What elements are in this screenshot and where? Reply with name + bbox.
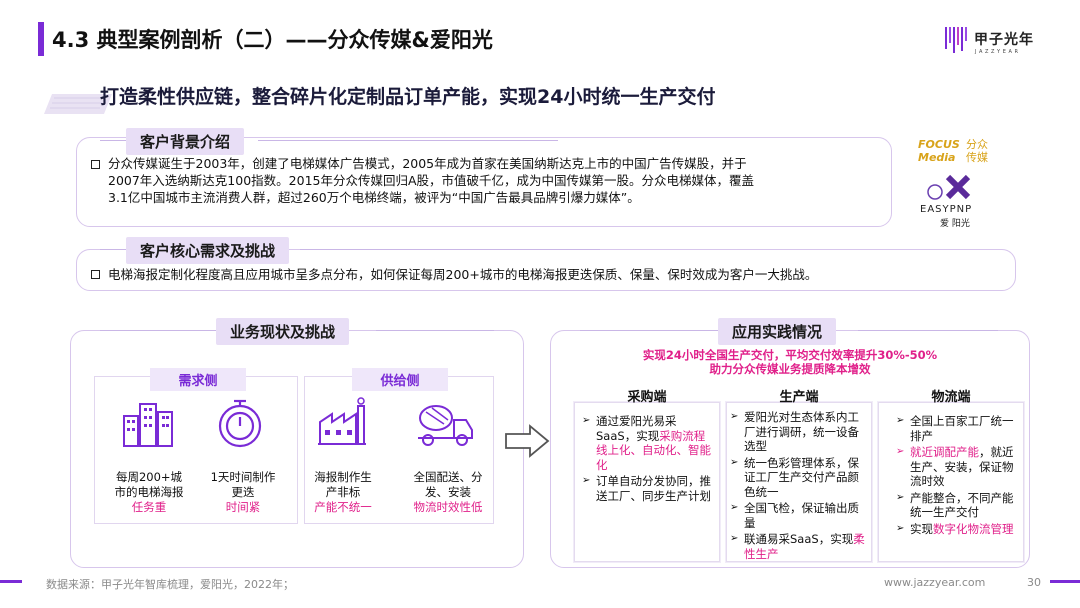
title-accent-bar (38, 22, 44, 56)
background-paragraph: 分众传媒诞生于2003年，创建了电梯媒体广告模式，2005年成为首家在美国纳斯达… (108, 155, 878, 206)
tag-line-right (858, 330, 998, 331)
factory-icon (318, 397, 366, 445)
arrow-right-icon (505, 424, 550, 458)
logistics-panel (878, 402, 1024, 562)
demand-item-sub: 时间紧 (225, 500, 261, 514)
tag-line-right (300, 249, 600, 250)
jazzyear-logo-icon (945, 27, 967, 53)
production-list: ➢爱阳光对生态体系内工厂进行调研，统一设备选型 ➢统一色彩管理体系，保证工厂生产… (730, 410, 870, 563)
background-tag: 客户背景介绍 (126, 128, 245, 155)
focus-media-logo: FOCUS Media 分众 传媒 (918, 139, 998, 169)
truck-icon (418, 405, 473, 446)
tag-line-left (100, 249, 128, 250)
supply-head: 供给侧 (352, 368, 448, 391)
practice-highlight-line: 实现24小时全国生产交付，平均交付效率提升30%-50% (642, 348, 938, 362)
practice-highlight: 实现24小时全国生产交付，平均交付效率提升30%-50% 助力分众传媒业务提质降… (550, 348, 1030, 376)
practice-tag: 应用实践情况 (718, 318, 837, 345)
list-item: ➢就近调配产能，就近生产、安装，保证物流时效 (896, 445, 1014, 488)
demand-item-sub: 任务重 (131, 500, 167, 514)
list-item: ➢实现数字化物流管理 (896, 521, 1014, 536)
demand-item-line: 每周200+城 (115, 470, 183, 484)
tag-line-left (100, 140, 128, 141)
list-item: ➢产能整合，不同产能统一生产交付 (896, 490, 1014, 520)
footer-accent-left (0, 580, 22, 583)
logo-text-en: JAZZYEAR (975, 49, 1021, 55)
bullet-square (91, 270, 100, 279)
needs-text: 电梯海报定制化程度高且应用城市呈多点分布，如何保证每周200+城市的电梯海报更迭… (108, 267, 818, 282)
focus-logo-top: FOCUS (918, 138, 960, 151)
logistics-list: ➢全国上百家工厂统一排产 ➢就近调配产能，就近生产、安装，保证物流时效 ➢产能整… (896, 414, 1020, 538)
logistics-head: 物流端 (931, 390, 971, 405)
supply-item-line: 发、安装 (425, 485, 471, 499)
supply-item-text: 海报制作生 产非标 产能不统一 (300, 470, 386, 515)
buildings-icon (123, 403, 173, 447)
demand-item-text: 每周200+城 市的电梯海报 任务重 (104, 470, 194, 515)
procurement-list: ➢通过爱阳光易采SaaS，实现采购流程线上化、自动化、智能化 ➢订单自动分发协同… (582, 414, 716, 505)
procurement-head: 采购端 (627, 390, 667, 405)
page-subtitle: 打造柔性供应链，整合碎片化定制品订单产能，实现24小时统一生产交付 (100, 86, 716, 108)
easypnp-logo-cn: 爱 阳光 (940, 219, 970, 229)
supply-item-sub: 物流时效性低 (413, 500, 483, 514)
tag-line-right (258, 140, 558, 141)
footer-url[interactable]: www.jazzyear.com (884, 576, 986, 589)
tag-line-left (100, 330, 218, 331)
list-item: ➢全国飞检，保证输出质量 (730, 501, 859, 530)
focus-logo-cn-top: 分众 (966, 138, 988, 151)
subtitle-decoration (44, 94, 112, 114)
practice-highlight-line: 助力分众传媒业务提质降本增效 (709, 362, 871, 376)
needs-tag: 客户核心需求及挑战 (126, 237, 290, 264)
stopwatch-icon (218, 399, 262, 448)
supply-panel (304, 376, 494, 524)
production-panel (726, 402, 872, 562)
supply-item-line: 产非标 (325, 485, 361, 499)
background-line: 2007年入选纳斯达克100指数。2015年分众传媒回归A股，市值破千亿，成为中… (108, 173, 755, 188)
supply-item-text: 全国配送、分 发、安装 物流时效性低 (398, 470, 498, 515)
bullet-square (91, 160, 100, 169)
easypnp-logo-text: EASYPNP (920, 204, 973, 215)
list-item: ➢订单自动分发协同，推送工厂、同步生产计划 (582, 474, 711, 503)
list-item: ➢联通易采SaaS，实现柔性生产 (730, 532, 865, 561)
demand-item-line: 1天时间制作 (210, 470, 276, 484)
list-item: ➢全国上百家工厂统一排产 (896, 414, 1014, 443)
partner-x-icon (927, 174, 971, 200)
background-line: 3.1亿中国城市主流消费人群，超过260万个电梯终端，被评为“中国广告最具品牌引… (108, 190, 640, 205)
page-title: 4.3 典型案例剖析（二）——分众传媒&爱阳光 (52, 28, 493, 52)
logo-text-cn: 甲子光年 (974, 32, 1034, 48)
focus-logo-cn-bottom: 传媒 (966, 151, 988, 164)
background-line: 分众传媒诞生于2003年，创建了电梯媒体广告模式，2005年成为首家在美国纳斯达… (108, 156, 747, 171)
demand-item-line: 市的电梯海报 (114, 485, 184, 499)
status-tag: 业务现状及挑战 (216, 318, 350, 345)
production-head: 生产端 (779, 390, 819, 405)
supply-item-line: 全国配送、分 (413, 470, 483, 484)
supply-item-sub: 产能不统一 (314, 500, 372, 514)
demand-item-line: 更迭 (231, 485, 255, 499)
tag-line-left (580, 330, 720, 331)
footer-source: 数据来源：甲子光年智库梳理，爱阳光，2022年； (46, 578, 294, 591)
footer-accent-right (1050, 580, 1080, 583)
focus-logo-bottom: Media (918, 151, 956, 164)
list-item: ➢通过爱阳光易采SaaS，实现采购流程线上化、自动化、智能化 (582, 414, 711, 472)
procurement-panel (574, 402, 720, 562)
tag-line-right (376, 330, 494, 331)
demand-item-text: 1天时间制作 更迭 时间紧 (198, 470, 288, 515)
list-item: ➢爱阳光对生态体系内工厂进行调研，统一设备选型 (730, 410, 859, 453)
list-item: ➢统一色彩管理体系，保证工厂生产交付产品颜色统一 (730, 455, 859, 499)
demand-head: 需求侧 (150, 368, 246, 391)
page-number: 30 (1027, 576, 1041, 589)
supply-item-line: 海报制作生 (314, 470, 372, 484)
